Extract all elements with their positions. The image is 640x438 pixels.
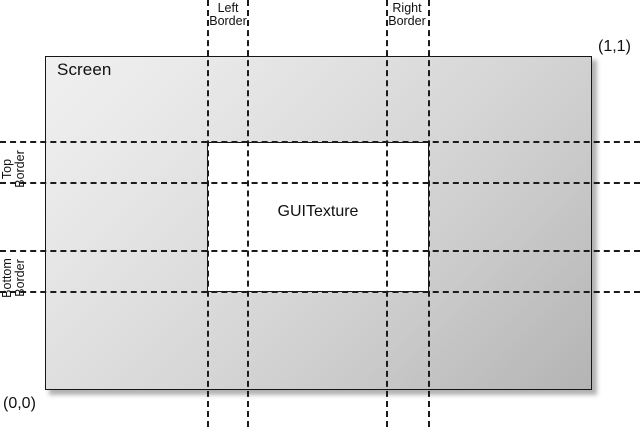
label-right-border-line2: Border [388, 14, 426, 28]
guide-hline-bottom-inner [0, 250, 640, 252]
guide-hline-top-inner [0, 182, 640, 184]
guide-vline-left-inner [207, 0, 209, 427]
label-left-border: Left Border [205, 2, 251, 28]
guide-vline-left-outer [247, 0, 249, 427]
coordinate-label-top-right: (1,1) [598, 38, 631, 55]
label-right-border: Right Border [384, 2, 430, 28]
guide-vline-right-inner [386, 0, 388, 427]
label-top-border: Top Border [0, 146, 27, 192]
label-bottom-border-line2: Border [13, 259, 27, 297]
label-bottom-border: Bottom Border [0, 255, 27, 301]
guide-vline-right-outer [428, 0, 430, 427]
label-left-border-line2: Border [209, 14, 247, 28]
label-left-border-line1: Left [217, 1, 239, 15]
label-top-border-line2: Border [13, 150, 27, 188]
coordinate-label-bottom-left: (0,0) [3, 395, 36, 412]
guitexture-label: GUITexture [277, 203, 359, 220]
guide-hline-top-outer [0, 141, 640, 143]
screen-label: Screen [57, 60, 112, 79]
guide-hline-bottom-outer [0, 291, 640, 293]
label-right-border-line1: Right [392, 1, 422, 15]
